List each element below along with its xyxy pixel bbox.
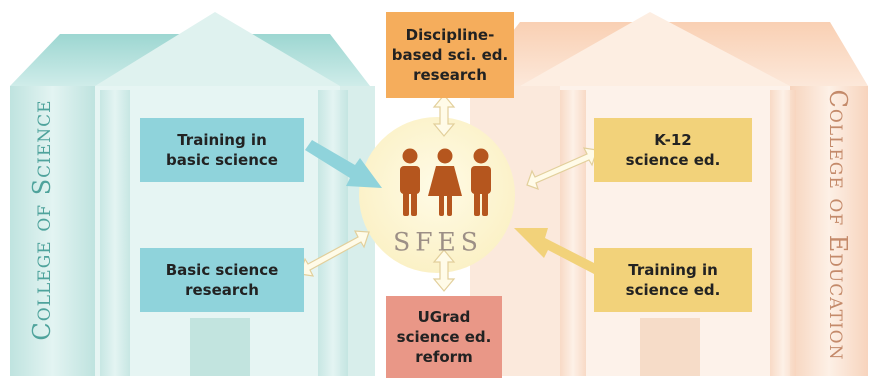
college-of-science-label: College of Science [28, 99, 56, 341]
college-of-education-label: College of Education [824, 89, 852, 361]
box-ugrad-science-ed-reform: UGrad science ed. reform [386, 296, 502, 378]
double-arrow-bottom [432, 249, 456, 292]
people-group [400, 148, 491, 216]
box-training-basic-science: Training in basic science [140, 118, 304, 182]
arrow-training-basic-science [305, 140, 382, 188]
double-arrow-k12 [526, 147, 598, 190]
person-male-icon [400, 148, 420, 216]
science-building [10, 12, 375, 376]
person-male-icon [471, 148, 491, 216]
box-basic-science-research: Basic science research [140, 248, 304, 312]
arrow-training-science-ed [514, 228, 598, 274]
double-arrow-top [432, 94, 456, 137]
education-building [470, 12, 868, 376]
box-k12-science-ed: K-12 science ed. [594, 118, 752, 182]
person-female-icon [428, 148, 462, 216]
box-discipline-based-research: Discipline- based sci. ed. research [386, 12, 514, 98]
sfes-label: SFES [393, 227, 483, 257]
box-training-science-ed: Training in science ed. [594, 248, 752, 312]
